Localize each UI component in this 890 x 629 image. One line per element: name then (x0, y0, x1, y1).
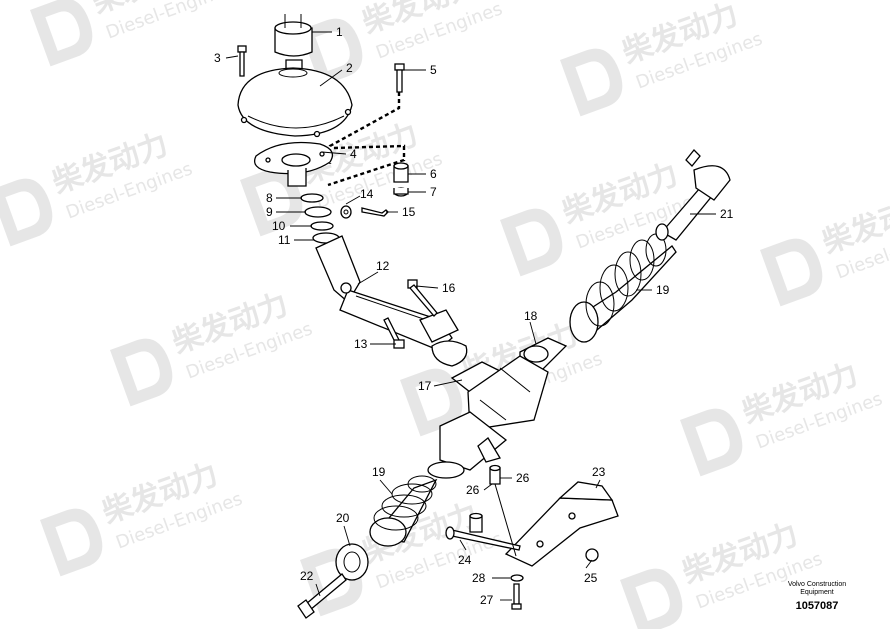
part-2-dome-boot (237, 67, 353, 138)
assembly-line-5 (328, 92, 401, 164)
leader-lines (225, 31, 716, 601)
callout-13: 13 (354, 337, 368, 351)
part-5-bolt (394, 63, 405, 93)
callout-26-lower: 26 (466, 483, 480, 497)
drawing-number: 1057087 (795, 600, 839, 612)
drawing-footer: Volvo Construction Equipment 1057087 (772, 581, 862, 613)
part-24-bolt (445, 526, 521, 551)
part-28-washer (510, 574, 524, 582)
part-22-tie-rod-end (655, 149, 731, 241)
callout-25: 25 (584, 571, 598, 585)
callout-10: 10 (272, 219, 286, 233)
callout-5: 5 (430, 63, 437, 77)
callout-4: 4 (350, 147, 357, 161)
part-26-sleeve-a (489, 464, 501, 485)
callout-1: 1 (336, 25, 343, 39)
part-12-column-arm (315, 235, 468, 367)
callout-28: 28 (472, 571, 486, 585)
part-7-nut (393, 187, 409, 197)
part-14-clip (340, 205, 352, 219)
callout-17: 17 (418, 379, 432, 393)
callout-14: 14 (360, 187, 374, 201)
callout-8: 8 (266, 191, 273, 205)
callout-19-lower: 19 (372, 465, 386, 479)
callout-22: 21 (720, 207, 734, 221)
callout-27: 27 (480, 593, 494, 607)
callout-19-upper: 19 (656, 283, 670, 297)
part-19-bellows-lower (369, 475, 438, 547)
assembly-line-4 (327, 144, 406, 187)
footer-brand-line1: Volvo Construction (787, 581, 847, 588)
part-26-sleeve-b (469, 512, 483, 533)
callout-16: 16 (442, 281, 456, 295)
callout-12: 12 (376, 259, 390, 273)
callout-6: 6 (430, 167, 437, 181)
callout-21: 22 (300, 569, 314, 583)
part-16-bolt (407, 279, 438, 317)
part-15-pin (361, 207, 389, 217)
part-9-washer (304, 206, 332, 218)
callout-26-upper: 26 (516, 471, 530, 485)
part-18-steering-gear (427, 337, 568, 479)
callout-2: 2 (346, 61, 353, 75)
part-25-nut (585, 548, 599, 562)
callout-11: 11 (278, 233, 291, 247)
part-27-bolt (511, 583, 522, 610)
part-6-sleeve (393, 162, 409, 183)
callout-9: 9 (266, 205, 273, 219)
callout-20: 20 (336, 511, 350, 525)
callout-15: 15 (402, 205, 416, 219)
callout-18: 18 (524, 309, 538, 323)
part-4-plate (253, 141, 334, 187)
part-1-cap (274, 14, 313, 75)
part-26-axis-line (494, 483, 517, 557)
callout-3: 3 (214, 51, 221, 65)
part-23-bracket (504, 481, 619, 567)
part-8-washer (300, 193, 324, 203)
callout-labels: 1 2 3 5 4 6 7 8 14 9 15 10 11 12 16 13 1… (214, 25, 734, 607)
callout-24: 24 (458, 553, 472, 567)
part-13-bolt (383, 317, 405, 349)
part-10-washer (310, 221, 334, 231)
part-3-bolt (237, 45, 247, 77)
part-21-bolt (297, 573, 347, 619)
part-20-ring (335, 543, 369, 581)
callout-7: 7 (430, 185, 437, 199)
footer-brand-line2: Equipment (800, 589, 834, 596)
callout-23: 23 (592, 465, 606, 479)
